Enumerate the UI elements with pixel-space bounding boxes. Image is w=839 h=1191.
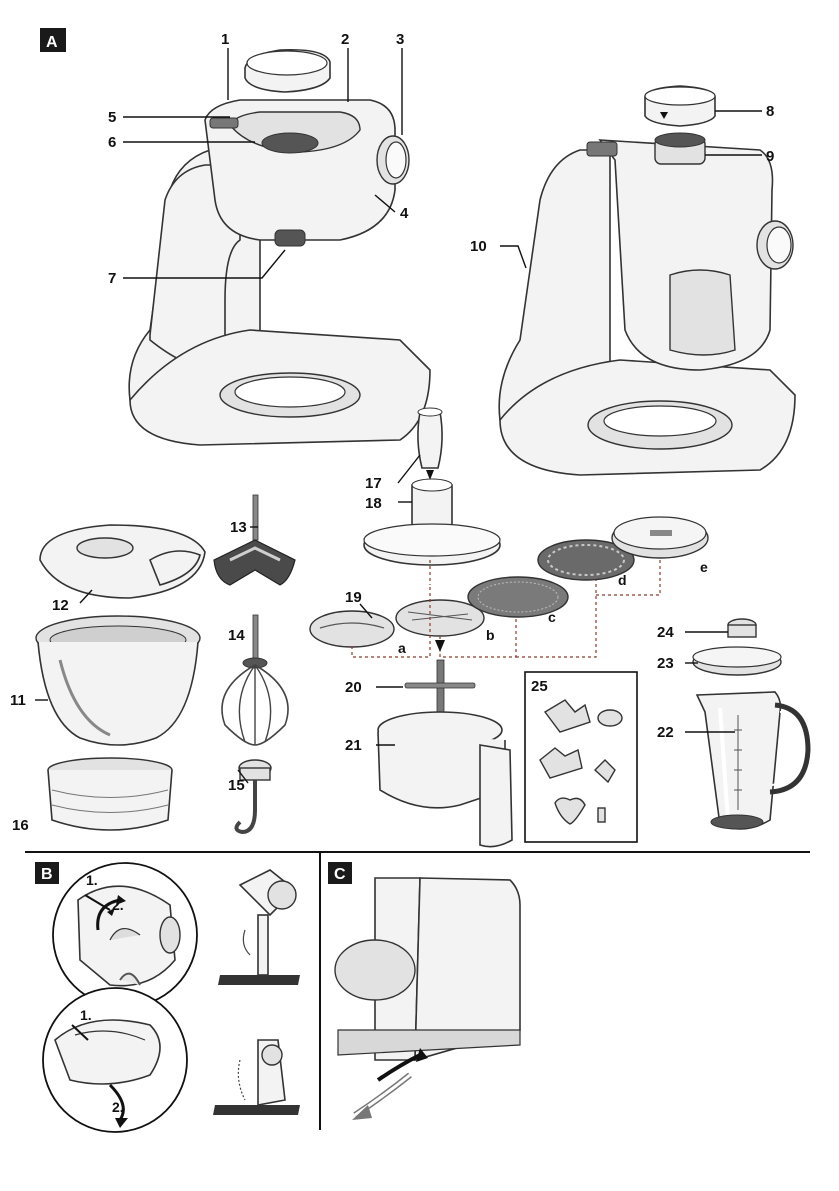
section-a-letter: A xyxy=(46,34,58,51)
label-21: 21 xyxy=(345,737,362,754)
label-9: 9 xyxy=(766,148,774,165)
section-c-tag xyxy=(328,862,352,884)
cord-storage-view xyxy=(334,877,521,1120)
whisk-tool xyxy=(221,614,289,746)
step-unlock-arm xyxy=(52,862,198,1008)
label-1: 1 xyxy=(221,31,229,48)
label-11: 11 xyxy=(10,692,26,709)
side-view-arm-down xyxy=(213,1039,300,1115)
label-4: 4 xyxy=(400,205,409,222)
label-8: 8 xyxy=(766,103,774,120)
dough-hook-tool xyxy=(234,759,272,835)
label-c: c xyxy=(548,609,556,625)
step-b-top-1: 1. xyxy=(86,872,98,888)
section-b: B 1. 2. 1. 2. xyxy=(35,862,300,1133)
label-b: b xyxy=(486,627,495,643)
drive-shaft xyxy=(274,229,306,247)
step-b-bot-1: 1. xyxy=(80,1007,92,1023)
label-15: 15 xyxy=(228,777,245,794)
label-24: 24 xyxy=(657,624,674,641)
disc-b xyxy=(395,599,485,637)
section-b-tag xyxy=(35,862,59,884)
bowl-lid xyxy=(39,524,206,599)
label-6: 6 xyxy=(108,134,116,151)
label-16: 16 xyxy=(12,817,29,834)
label-23: 23 xyxy=(657,655,674,672)
label-18: 18 xyxy=(365,495,382,512)
kitchen-machine-front xyxy=(128,48,431,446)
label-12: 12 xyxy=(52,597,69,614)
label-19: 19 xyxy=(345,589,362,606)
section-a-tag xyxy=(40,28,66,52)
label-22: 22 xyxy=(657,724,674,741)
side-view-arm-up xyxy=(218,869,300,985)
mixing-bowl xyxy=(35,615,201,746)
label-d: d xyxy=(618,572,627,588)
disc-c xyxy=(467,576,569,618)
label-5: 5 xyxy=(108,109,116,126)
label-7: 7 xyxy=(108,270,116,287)
cutting-discs xyxy=(309,516,709,648)
drive-socket xyxy=(261,132,319,154)
step-b-bot-2: 2. xyxy=(112,1099,124,1115)
section-c: C xyxy=(328,862,521,1120)
blender xyxy=(692,618,811,830)
food-processor-base xyxy=(377,640,513,848)
label-20: 20 xyxy=(345,679,362,696)
step-b-top-2: 2. xyxy=(112,897,124,913)
label-e: e xyxy=(700,559,708,575)
label-17: 17 xyxy=(365,475,382,492)
section-c-letter: C xyxy=(334,866,346,883)
disc-d xyxy=(537,539,635,581)
section-a: A 1 2 3 4 5 6 7 xyxy=(10,28,811,848)
label-13: 13 xyxy=(230,519,247,536)
label-3: 3 xyxy=(396,31,404,48)
bowl-cover xyxy=(47,757,173,831)
label-14: 14 xyxy=(228,627,245,644)
kitchen-machine-rear xyxy=(498,85,796,476)
beater-tool xyxy=(213,494,296,586)
cookie-cutters-box xyxy=(524,671,638,843)
label-25: 25 xyxy=(531,678,548,695)
label-10: 10 xyxy=(470,238,487,255)
food-processor-top xyxy=(363,407,501,566)
disc-a xyxy=(309,610,395,648)
label-2: 2 xyxy=(341,31,349,48)
label-a: a xyxy=(398,640,406,656)
step-lower-arm xyxy=(42,987,188,1133)
section-b-letter: B xyxy=(41,866,53,883)
